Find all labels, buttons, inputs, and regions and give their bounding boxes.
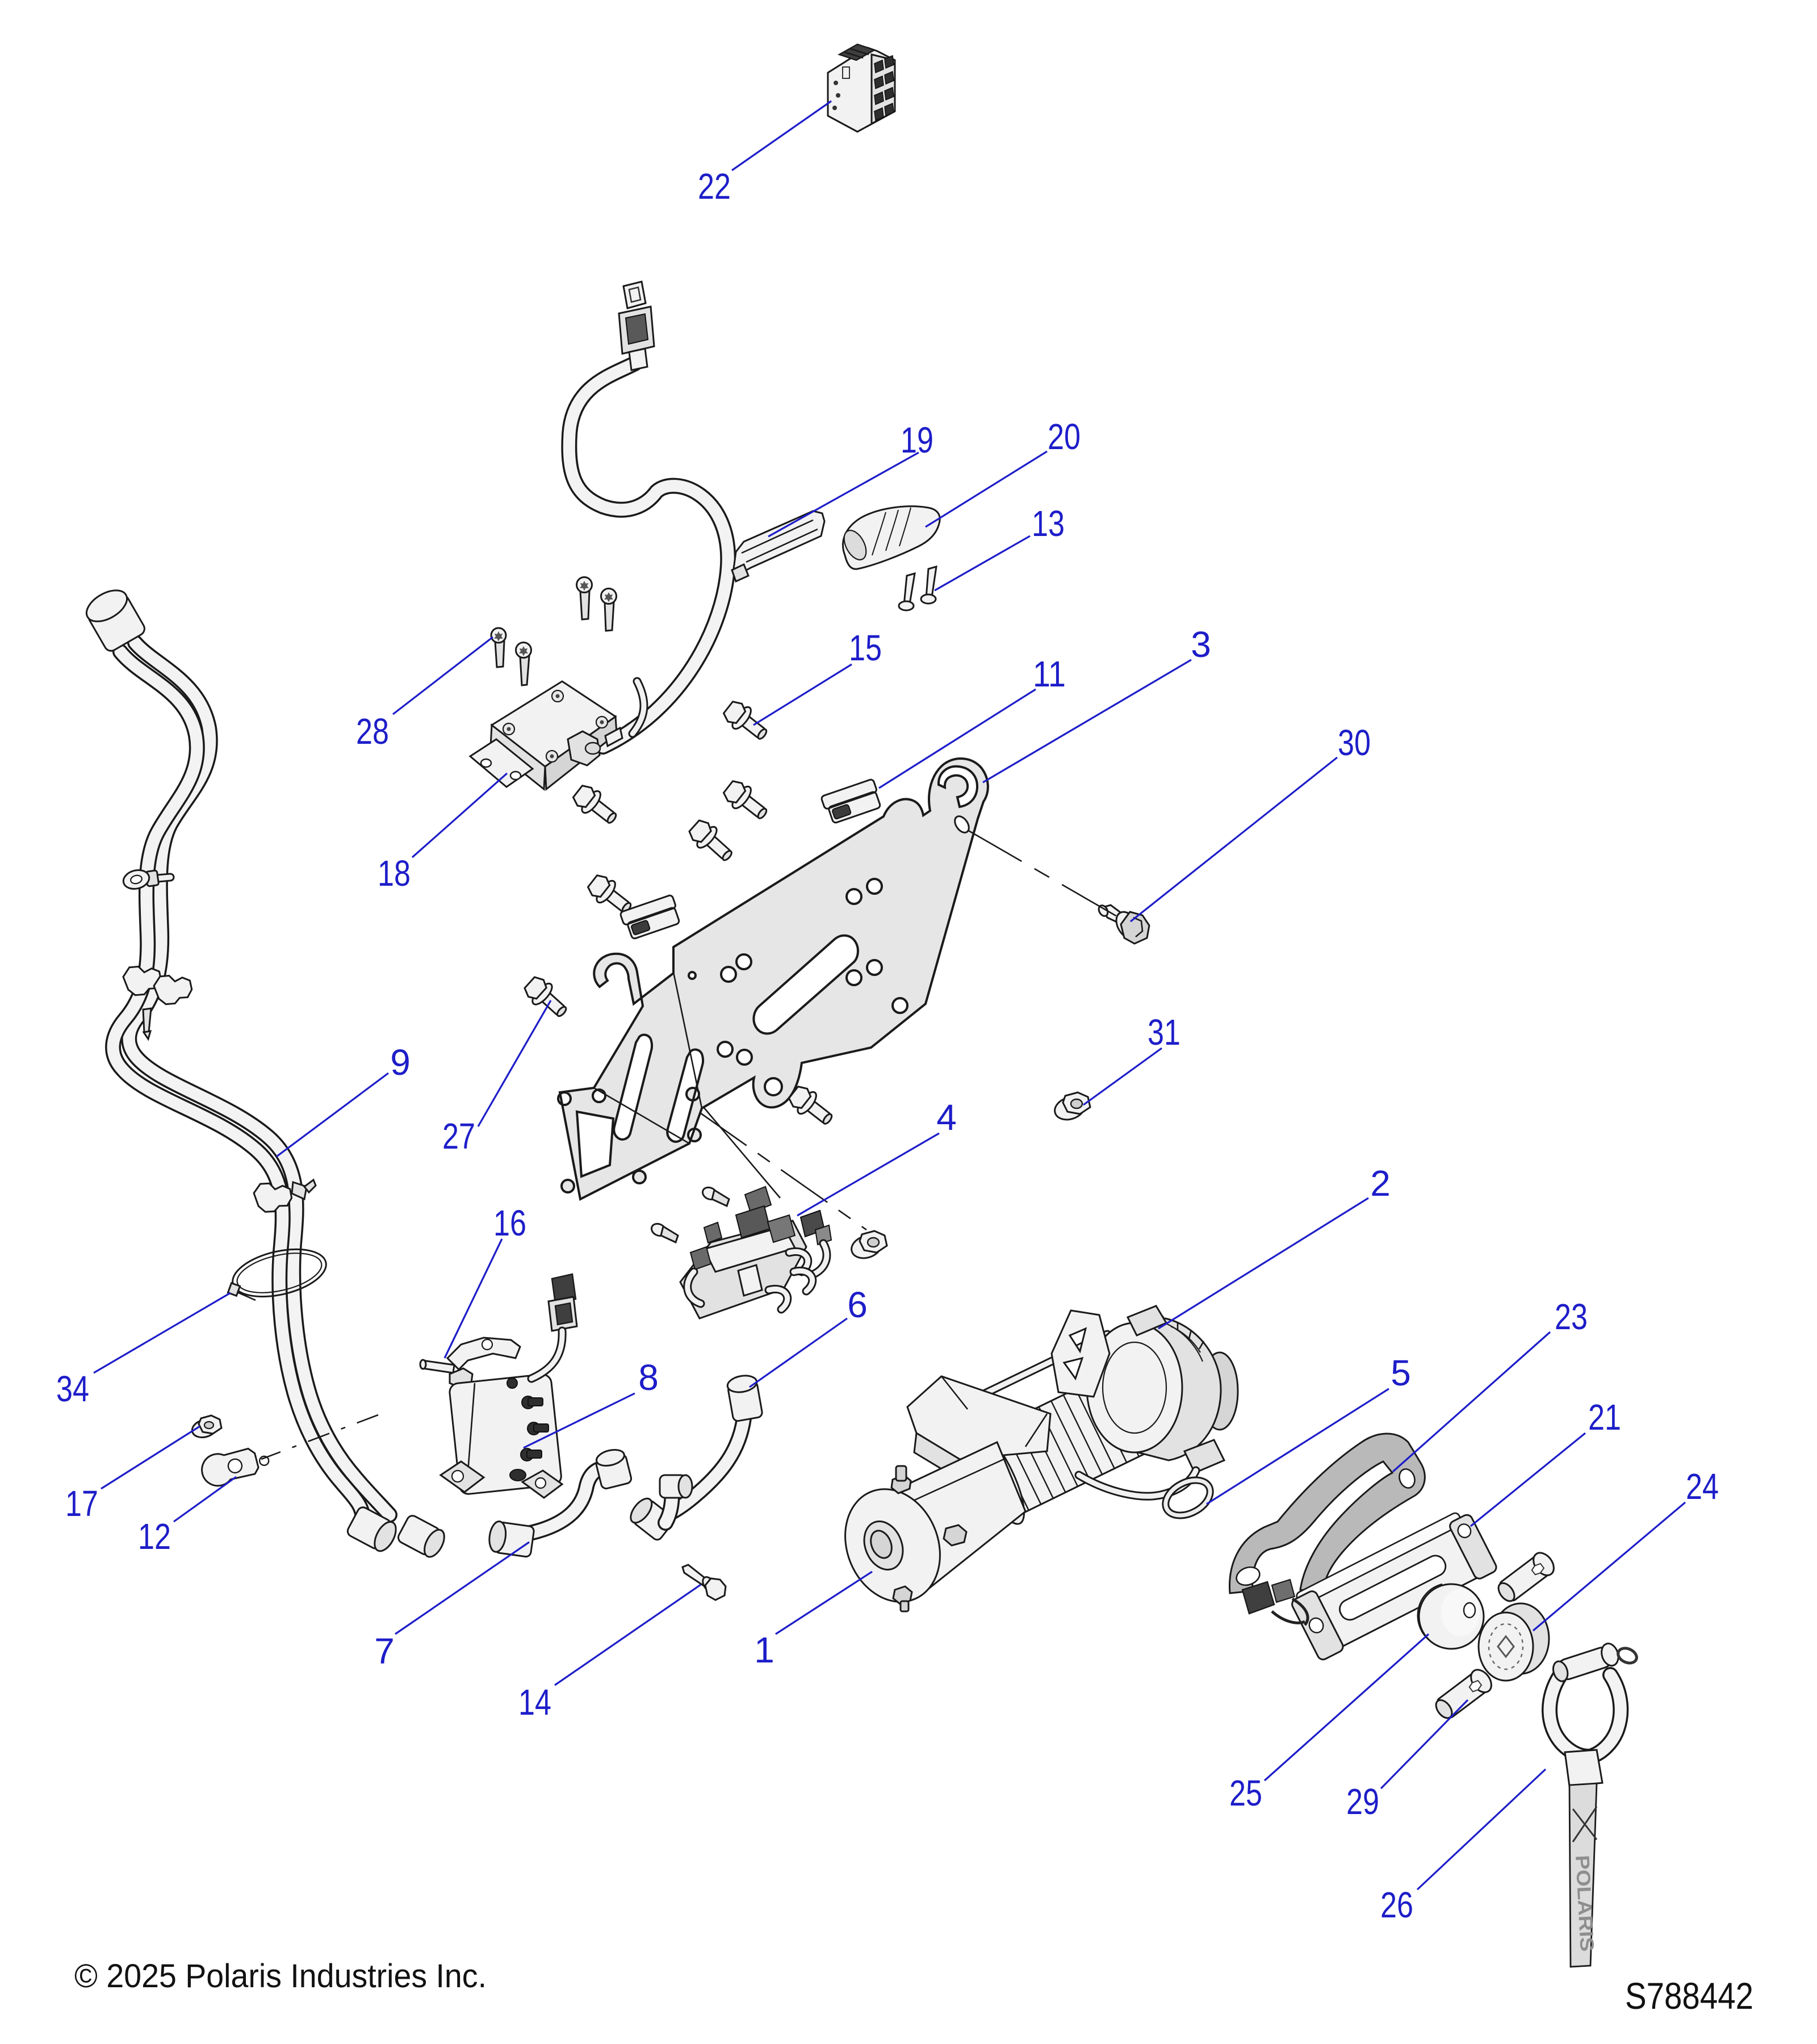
svg-text:26: 26 <box>1380 1884 1413 1925</box>
svg-text:1: 1 <box>754 1630 774 1670</box>
svg-text:3: 3 <box>1191 624 1211 665</box>
svg-text:POLARIS: POLARIS <box>1571 1854 1598 1952</box>
svg-text:7: 7 <box>374 1631 395 1672</box>
svg-text:21: 21 <box>1588 1397 1621 1438</box>
svg-text:23: 23 <box>1555 1296 1588 1337</box>
svg-text:20: 20 <box>1048 416 1081 457</box>
svg-text:27: 27 <box>442 1116 475 1157</box>
svg-text:24: 24 <box>1686 1466 1719 1507</box>
svg-text:34: 34 <box>56 1368 89 1409</box>
svg-text:9: 9 <box>390 1042 411 1083</box>
svg-text:14: 14 <box>518 1682 551 1723</box>
svg-text:12: 12 <box>138 1516 171 1557</box>
svg-text:13: 13 <box>1032 503 1065 544</box>
svg-text:© 2025 Polaris Industries Inc.: © 2025 Polaris Industries Inc. <box>74 1958 487 1995</box>
svg-text:11: 11 <box>1033 654 1066 694</box>
svg-text:18: 18 <box>378 853 411 894</box>
svg-text:28: 28 <box>356 711 389 752</box>
svg-text:5: 5 <box>1391 1352 1411 1393</box>
svg-text:31: 31 <box>1148 1012 1180 1053</box>
svg-text:19: 19 <box>901 420 933 460</box>
svg-text:25: 25 <box>1229 1773 1262 1813</box>
svg-text:17: 17 <box>65 1483 98 1524</box>
svg-text:30: 30 <box>1338 722 1371 763</box>
svg-text:16: 16 <box>493 1203 526 1243</box>
svg-text:29: 29 <box>1346 1781 1379 1822</box>
svg-text:S788442: S788442 <box>1625 1975 1753 2017</box>
svg-text:8: 8 <box>638 1357 659 1398</box>
svg-text:6: 6 <box>847 1284 868 1325</box>
svg-text:15: 15 <box>849 627 882 668</box>
svg-text:4: 4 <box>936 1097 957 1138</box>
svg-text:22: 22 <box>698 166 731 207</box>
svg-text:2: 2 <box>1370 1163 1391 1204</box>
